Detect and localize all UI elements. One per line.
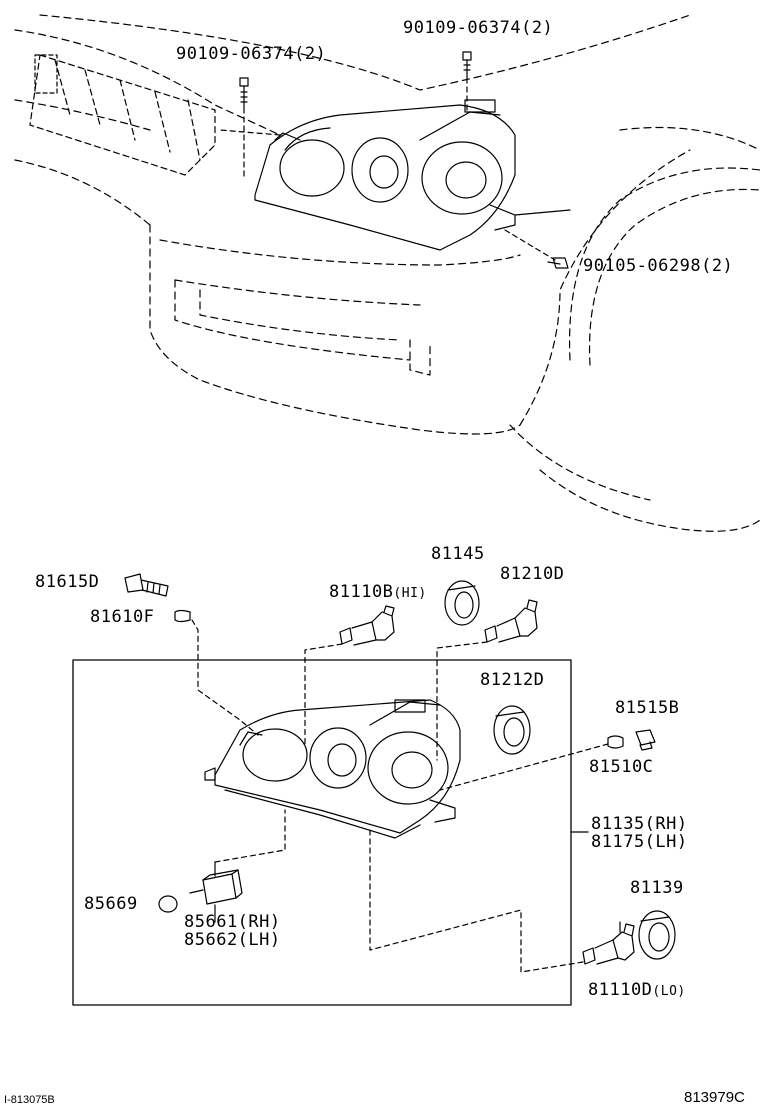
label-81135-rh: 81135(RH) xyxy=(591,814,688,834)
label-85662-lh: 85662(LH) xyxy=(184,930,281,950)
cap-81212D xyxy=(493,705,531,755)
bolt-top-left xyxy=(239,77,249,109)
footer-right-code: 813979C xyxy=(684,1089,745,1106)
ballast-85661 xyxy=(189,861,243,905)
label-81515B: 81515B xyxy=(615,698,680,718)
cap-81145 xyxy=(444,580,480,626)
bulb-81610F xyxy=(174,609,191,623)
label-81510C: 81510C xyxy=(589,757,654,777)
label-81110D: 81110D(LO) xyxy=(588,982,686,999)
bulb-81110D xyxy=(582,923,635,965)
cap-81139 xyxy=(638,910,676,960)
bolt-top-right xyxy=(462,51,472,79)
bulb-81110B xyxy=(339,605,395,646)
exploded-view xyxy=(72,573,676,1006)
footer-left-code: I-813075B xyxy=(4,1094,55,1106)
label-81110D-code: 81110D xyxy=(588,980,653,1000)
label-85661-rh: 85661(RH) xyxy=(184,912,281,932)
label-81610F: 81610F xyxy=(90,607,155,627)
label-81615D: 81615D xyxy=(35,572,100,592)
label-81175-lh: 81175(LH) xyxy=(591,832,688,852)
label-81110B-code: 81110B xyxy=(329,582,394,602)
label-81212D: 81212D xyxy=(480,670,545,690)
label-85669: 85669 xyxy=(84,894,138,914)
assembly-box xyxy=(72,659,572,1006)
bulb-81210D xyxy=(484,599,538,643)
label-90109-06374-left: 90109-06374(2) xyxy=(176,44,327,64)
label-81110D-suffix: (LO) xyxy=(652,984,686,999)
bolt-side-right xyxy=(547,257,569,269)
headlamp-housing xyxy=(204,699,461,839)
screw-81615D xyxy=(124,573,169,597)
label-81145: 81145 xyxy=(431,544,485,564)
label-81210D: 81210D xyxy=(500,564,565,584)
label-81110B: 81110B(HI) xyxy=(329,584,427,601)
label-90105-06298: 90105-06298(2) xyxy=(583,256,734,276)
oring-85669 xyxy=(158,895,178,913)
bulb-81510C xyxy=(607,735,624,749)
vehicle-front-view xyxy=(14,14,760,532)
label-81110B-suffix: (HI) xyxy=(393,586,427,601)
label-90109-06374-right: 90109-06374(2) xyxy=(403,18,554,38)
socket-81515B xyxy=(635,729,656,751)
label-81139: 81139 xyxy=(630,878,684,898)
